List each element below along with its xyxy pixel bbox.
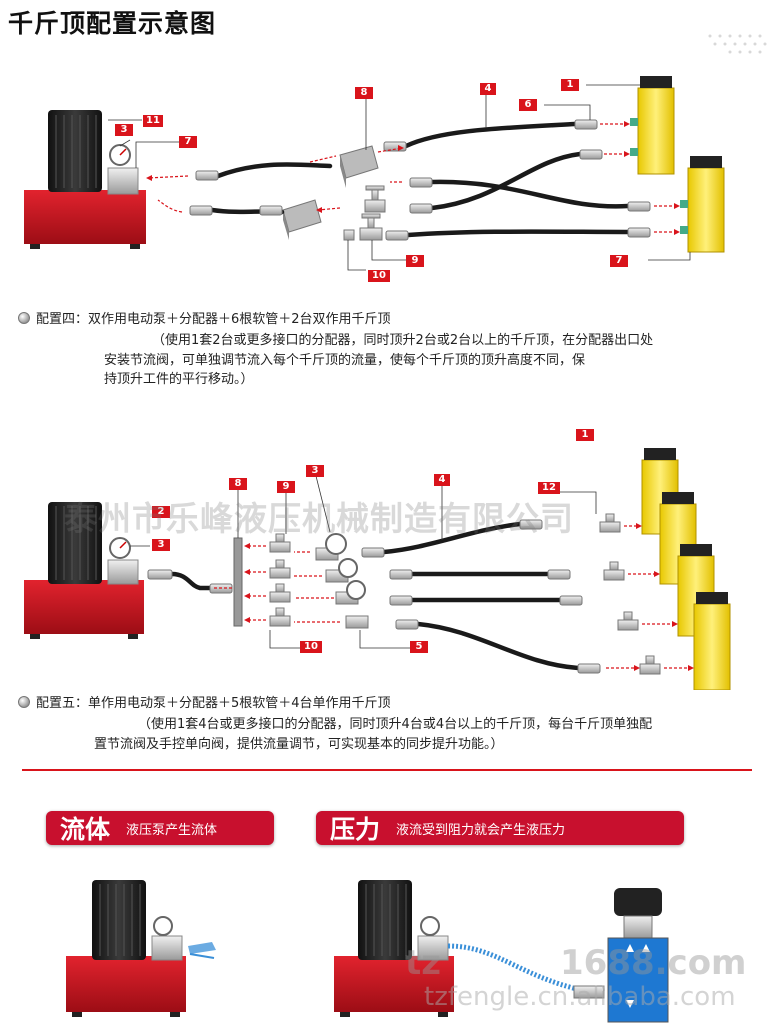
- config5-diagram: [24, 448, 731, 690]
- pressure-subtitle: 液流受到阻力就会产生液压力: [396, 822, 566, 838]
- distributor-bar: [233, 537, 243, 627]
- tag-3b: 3: [152, 539, 170, 551]
- fluid-title: 流体: [60, 815, 111, 844]
- decorative-dot-pattern: [708, 34, 767, 54]
- tag-8: 8: [355, 87, 373, 99]
- tag-6: 6: [519, 99, 537, 111]
- tag-10: 10: [300, 641, 322, 653]
- watermark-tz: tz: [405, 943, 442, 983]
- valves: [343, 185, 386, 241]
- flow-arrows: [146, 121, 680, 235]
- bullet-icon: [18, 696, 30, 708]
- tag-10: 10: [368, 270, 390, 282]
- tag-7b: 7: [610, 255, 628, 267]
- hoses: [169, 521, 581, 671]
- watermark-company: 泰州市乐峰液压机械制造有限公司: [64, 499, 574, 538]
- tag-5: 5: [410, 641, 428, 653]
- fluid-subtitle: 液压泵产生流体: [126, 822, 218, 838]
- page-title: 千斤顶配置示意图: [8, 9, 217, 38]
- leader-lines: [108, 84, 691, 271]
- tag-8: 8: [229, 478, 247, 490]
- distributor-blocks: [282, 145, 379, 240]
- tag-9: 9: [406, 255, 424, 267]
- tag-11: 11: [143, 115, 163, 127]
- single-acting-pump: [24, 502, 144, 639]
- config4-line4: 持顶升工件的平行移动。）: [104, 372, 254, 387]
- watermark-1688: 1688.com: [560, 943, 747, 983]
- config5-line2: （使用1套4台或更多接口的分配器，同时顶升4台或4台以上的千斤顶，每台千斤顶单独…: [138, 717, 653, 732]
- config4-line3: 安装节流阀，可单独调节流入每个千斤顶的流量，使每个千斤顶的顶升高度不同，保: [104, 353, 586, 368]
- config4-line1: 配置四：双作用电动泵＋分配器＋6根软管＋2台双作用千斤顶: [18, 310, 391, 330]
- tag-1: 1: [576, 429, 594, 441]
- hose-fittings: [189, 119, 651, 241]
- config5-line1: 配置五：单作用电动泵＋分配器＋5根软管＋4台单作用千斤顶: [18, 694, 391, 714]
- flow-arrows: [214, 523, 694, 671]
- tag-3: 3: [115, 124, 133, 136]
- tag-4: 4: [480, 83, 496, 95]
- tag-3a: 3: [306, 465, 324, 477]
- double-acting-cylinders: [630, 76, 725, 253]
- tag-7a: 7: [179, 136, 197, 148]
- config4-diagram: [24, 76, 725, 271]
- fluid-panel-header: 流体 液压泵产生流体: [46, 811, 274, 845]
- tag-9: 9: [277, 481, 295, 493]
- tag-2: 2: [152, 506, 170, 518]
- tag-12: 12: [538, 482, 560, 494]
- pressure-panel-header: 压力 液流受到阻力就会产生液压力: [316, 811, 684, 845]
- tag-4: 4: [434, 474, 450, 486]
- config4-line2: （使用1套2台或更多接口的分配器，同时顶升2台或2台以上的千斤顶，在分配器出口处: [152, 333, 654, 348]
- check-valves: [599, 513, 661, 675]
- leader-lines: [130, 475, 597, 649]
- hoses: [209, 121, 631, 238]
- tag-1: 1: [561, 79, 579, 91]
- config5-line3: 置节流阀及手控单向阀，提供流量调节，可实现基本的同步提升功能。）: [94, 737, 504, 752]
- pressure-gauges: [325, 533, 366, 600]
- watermark-alibaba: tzfengle.cn.alibaba.com: [424, 982, 736, 1012]
- fluid-pressure-illustration: [66, 880, 669, 1023]
- pressure-title: 压力: [330, 815, 381, 844]
- electric-pump: [24, 110, 146, 249]
- bullet-icon: [18, 312, 30, 324]
- hose-fittings: [147, 519, 601, 674]
- single-acting-cylinders: [641, 448, 731, 690]
- section-divider: [22, 769, 752, 771]
